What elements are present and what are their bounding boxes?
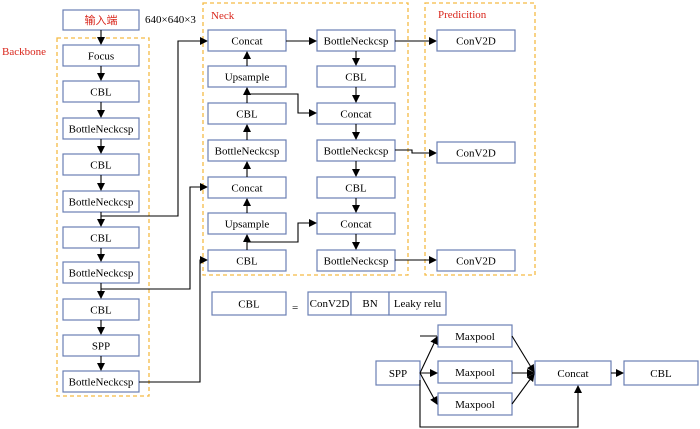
legend-conv2d-label: ConV2D <box>310 298 350 310</box>
backbone-focus-label: Focus <box>88 51 114 63</box>
neck-right-concat-top-label: Concat <box>340 109 371 121</box>
legend-cbl-label: CBL <box>238 299 260 311</box>
neck-bottleneckcsp-bottom-label: BottleNeckcsp <box>324 256 389 268</box>
spp-cbl-box <box>623 360 699 386</box>
neck-concat-top-label: Concat <box>231 36 262 48</box>
neck-upsample-bottom-label: Upsample <box>225 219 270 231</box>
backbone-neck-connections <box>101 37 208 383</box>
spp-concat-label: Concat <box>557 368 588 380</box>
spp-maxpool-2-box <box>437 360 513 384</box>
prediction-title: Predicition <box>438 9 487 21</box>
prediction-conv2d-2-label: ConV2D <box>456 148 496 160</box>
legend-leaky-relu-label: Leaky relu <box>394 298 442 310</box>
prediction-group-frame <box>424 2 536 276</box>
spp-arrow-maxpool-1 <box>419 336 438 374</box>
backbone-bottleneckcsp-4-label: BottleNeckcsp <box>69 377 134 389</box>
neck-right-concat-bottom-label: Concat <box>340 219 371 231</box>
prediction-conv2d-1-label: ConV2D <box>456 36 496 48</box>
backbone-bottleneckcsp-2-label: BottleNeckcsp <box>69 197 134 209</box>
neck-bottleneckcsp-mid-label: BottleNeckcsp <box>324 146 389 158</box>
legend-cbl-box <box>211 291 287 316</box>
skip-csp2-to-concat-top <box>101 37 208 217</box>
spp-cbl-label: CBL <box>650 368 672 380</box>
spp-concat-box <box>534 360 612 386</box>
skip-csp3-to-concat-mid <box>101 183 208 290</box>
arrow-to-conv2d-2 <box>395 149 437 157</box>
backbone-cbl-3-label: CBL <box>90 233 112 245</box>
spp-maxpool-3-label: Maxpool <box>455 399 495 411</box>
neck-right-cbl-top-label: CBL <box>345 72 367 84</box>
arrow-cbl-top-to-concat <box>247 93 317 117</box>
neck-right-cbl-bottom-label: CBL <box>345 183 367 195</box>
neck-upsample-top-label: Upsample <box>225 72 270 84</box>
prediction-conv2d-3-box <box>436 249 516 272</box>
legend-leaky-relu-box <box>388 291 447 316</box>
spp-skip-to-concat <box>419 380 582 428</box>
backbone-bottleneckcsp-3-label: BottleNeckcsp <box>69 268 134 280</box>
spp-maxpool-2-label: Maxpool <box>455 367 495 379</box>
input-size-label: 640×640×3 <box>145 14 196 26</box>
backbone-column: Focus CBL BottleNeckcsp CBL BottleNeckcs… <box>62 44 140 393</box>
backbone-cbl-2-label: CBL <box>90 160 112 172</box>
neck-left-column: Concat Upsample CBL BottleNeckcsp Concat… <box>207 29 287 272</box>
arrow-cbl-bottom-to-concat <box>247 219 317 243</box>
legend-equals: = <box>292 302 298 314</box>
prediction-connections <box>395 37 437 264</box>
neck-cbl-top-label: CBL <box>236 109 258 121</box>
neck-title: Neck <box>211 10 235 22</box>
cbl-legend: CBL = ConV2D BN Leaky relu <box>211 291 447 316</box>
spp-arrow-maxpool-3 <box>419 372 438 405</box>
neck-cbl-bottom-label: CBL <box>236 256 258 268</box>
spp-legend: SPP Maxpool Maxpool Maxpool Concat CBL <box>375 324 699 428</box>
spp-arrow-maxpool-1-concat <box>511 335 535 373</box>
backbone-bottleneckcsp-1-label: BottleNeckcsp <box>69 124 134 136</box>
prediction-conv2d-1-box <box>436 29 516 52</box>
prediction-conv2d-3-label: ConV2D <box>456 256 496 268</box>
prediction-column: ConV2D ConV2D ConV2D <box>436 29 516 272</box>
backbone-cbl-1-label: CBL <box>90 87 112 99</box>
spp-input-label: SPP <box>389 368 407 380</box>
neck-bottleneckcsp-top-label: BottleNeckcsp <box>324 36 389 48</box>
prediction-conv2d-2-box <box>436 141 516 164</box>
backbone-spp-label: SPP <box>92 341 110 353</box>
neck-bottleneckcsp-left-label: BottleNeckcsp <box>215 146 280 158</box>
neck-cross-connections <box>247 37 317 243</box>
neck-concat-mid-label: Concat <box>231 183 262 195</box>
backbone-cbl-4-label: CBL <box>90 305 112 317</box>
legend-bn-label: BN <box>362 298 377 310</box>
input-label: 输入端 <box>85 13 118 27</box>
backbone-title: Backbone <box>2 46 46 58</box>
spp-maxpool-1-label: Maxpool <box>455 331 495 343</box>
spp-maxpool-3-box <box>437 392 513 416</box>
spp-arrow-maxpool-3-concat <box>511 373 535 405</box>
spp-input-box <box>375 360 421 386</box>
skip-csp4-to-cbl <box>139 256 208 383</box>
